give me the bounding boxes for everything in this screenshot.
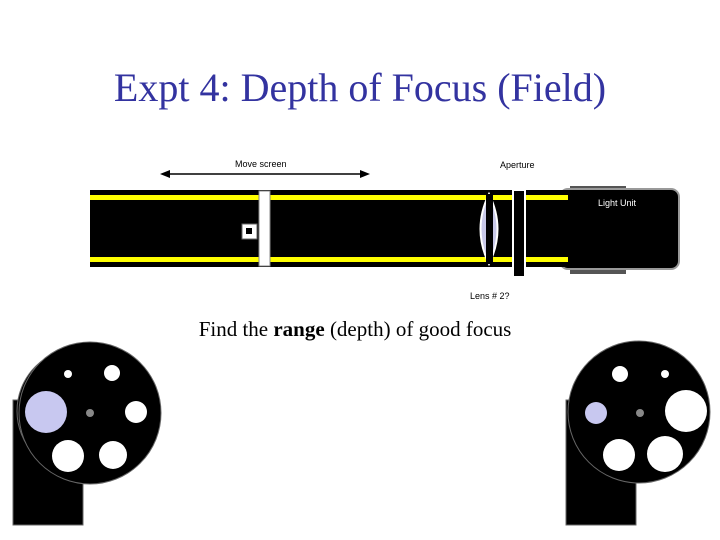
aperture-wheel-left xyxy=(12,341,162,526)
caption-text-before: Find the xyxy=(198,317,274,341)
aperture-wheel-right xyxy=(565,340,711,526)
move-screen-label: Move screen xyxy=(235,159,287,169)
lens-label: Lens # 2? xyxy=(470,291,510,301)
aperture-label: Aperture xyxy=(500,160,535,170)
slide-title: Expt 4: Depth of Focus (Field) xyxy=(113,65,607,110)
lens-icon xyxy=(479,191,499,267)
double-headed-arrow-icon xyxy=(160,170,370,178)
light-unit-label: Light Unit xyxy=(598,198,637,208)
caption-text-after: (depth) of good focus xyxy=(324,317,512,341)
screen-holder xyxy=(258,190,271,267)
caption-emphasis: range xyxy=(273,317,325,341)
slide-caption: Find the range (depth) of good focus xyxy=(0,319,710,340)
aperture-plate xyxy=(512,189,526,278)
object-square-icon xyxy=(241,223,258,240)
